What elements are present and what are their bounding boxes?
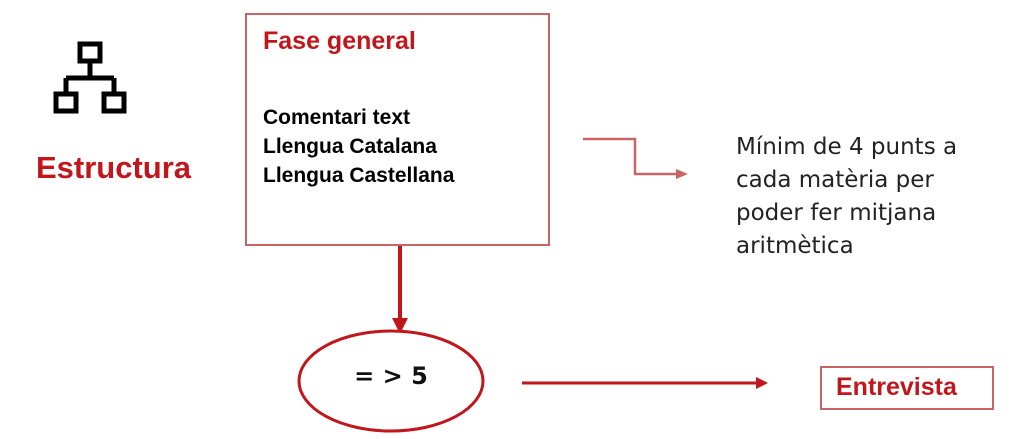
outcome-label: Entrevista — [836, 373, 957, 401]
note-arrowhead — [676, 169, 688, 179]
outcome-box: Entrevista — [820, 366, 994, 410]
subject-item: Comentari text — [263, 106, 411, 129]
requirement-note: Mínim de 4 punts a cada matèria per pode… — [736, 134, 958, 259]
subject-list: Comentari text Llengua Catalana Llengua … — [263, 103, 454, 190]
section-title: Estructura — [36, 150, 192, 185]
right-arrowhead — [756, 377, 768, 389]
subject-item: Llengua Catalana — [263, 135, 437, 158]
phase-box: Fase general Comentari text Llengua Cata… — [245, 13, 550, 246]
phase-title: Fase general — [263, 27, 416, 55]
subject-item: Llengua Castellana — [263, 164, 455, 187]
down-arrowhead — [392, 318, 408, 334]
note-arrow — [583, 137, 680, 176]
threshold-label: = > 5 — [354, 362, 428, 390]
hierarchy-icon — [53, 41, 127, 114]
